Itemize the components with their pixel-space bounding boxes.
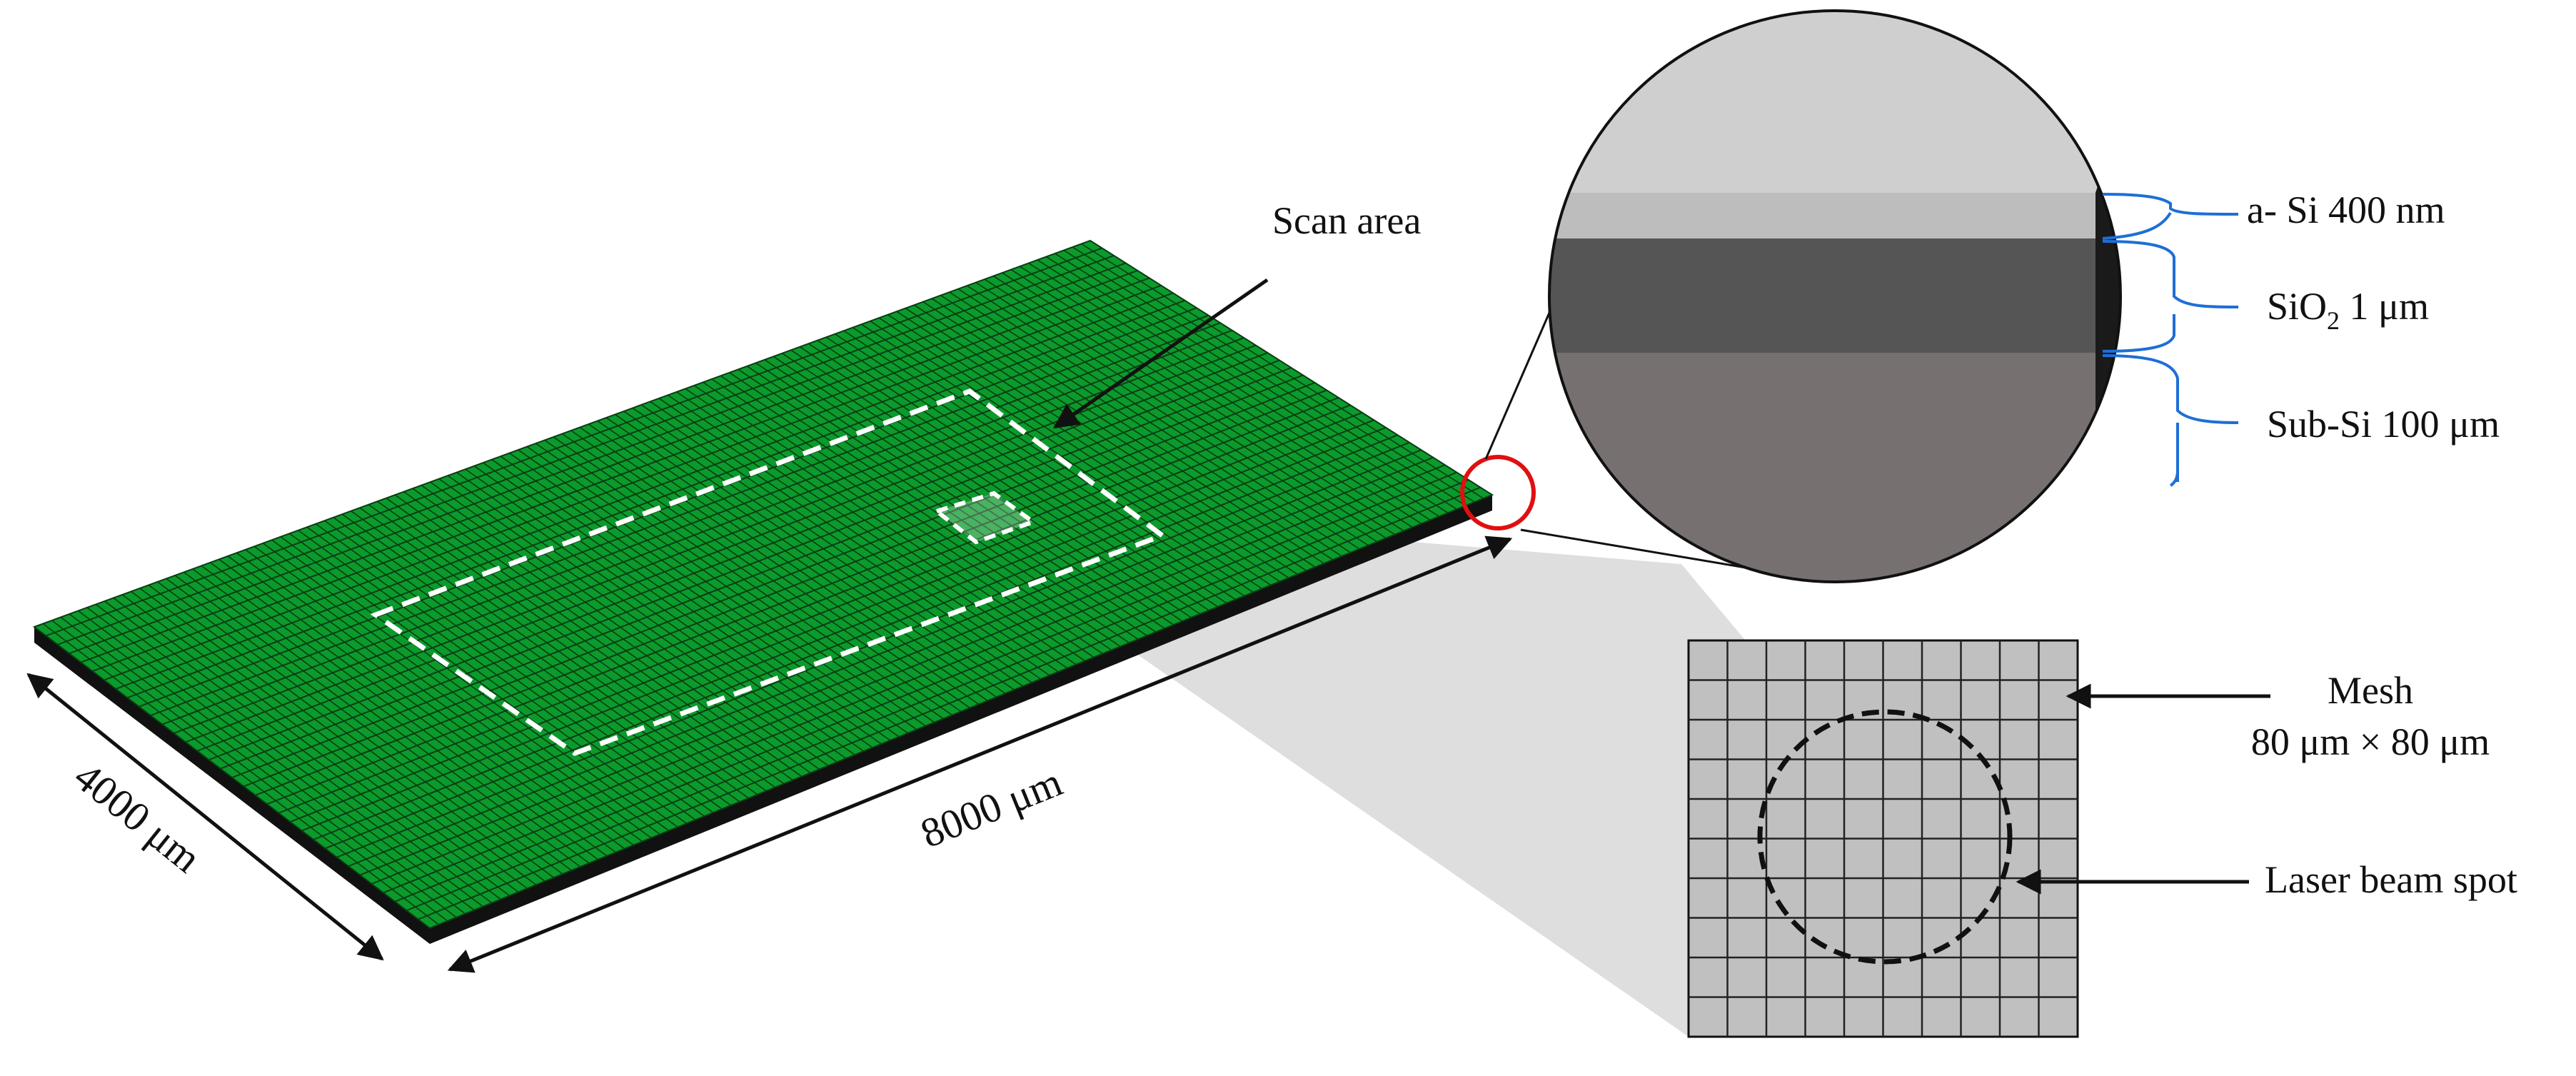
scan-area-label: Scan area — [1272, 199, 1421, 242]
corner-highlight-circle — [1460, 455, 1536, 531]
mesh-size-label: 80 μm × 80 μm — [2251, 720, 2490, 763]
mesh-inset-grid — [1689, 640, 2078, 1037]
sio2-layer-label: SiO2 1 μm — [2267, 285, 2429, 335]
laser-spot-label: Laser beam spot — [2265, 858, 2517, 901]
subsi-layer — [1549, 353, 2120, 582]
layer-brackets — [2102, 193, 2239, 487]
asi-layer-label: a- Si 400 nm — [2247, 188, 2445, 231]
cross-section-zoom — [1549, 11, 2120, 582]
length-dimension-arrow — [447, 536, 1513, 973]
width-dimension-arrow — [26, 673, 384, 961]
zoom-guide-line-bottom — [1520, 528, 1746, 569]
laser-spot-region — [932, 491, 1038, 545]
laser-beam-spot-circle — [1757, 709, 2013, 965]
scan-area-arrow — [1053, 278, 1269, 429]
width-dimension-label: 4000 μm — [66, 753, 210, 881]
asi-layer — [1549, 193, 2120, 238]
mesh-title-label: Mesh — [2328, 669, 2413, 712]
subsi-layer-label: Sub-Si 100 μm — [2267, 403, 2500, 446]
sio2-layer — [1549, 238, 2120, 353]
